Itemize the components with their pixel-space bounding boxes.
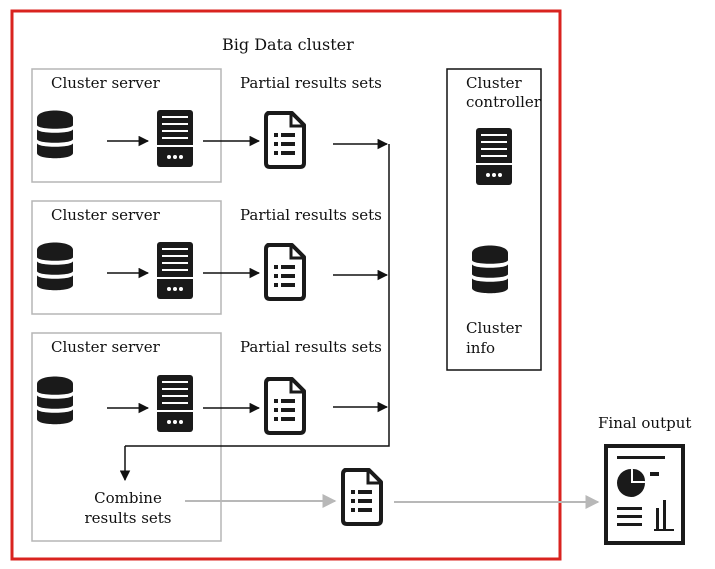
cluster-info-line1: Cluster (466, 319, 522, 337)
cluster-controller-box (446, 68, 542, 371)
cluster-server-label-1: Cluster server (51, 74, 160, 92)
database-icon (37, 376, 73, 425)
server-icon (476, 128, 512, 185)
server-icon (157, 110, 193, 167)
partial-results-label-1: Partial results sets (240, 74, 382, 92)
report-chart-icon (604, 444, 685, 545)
big-data-cluster-frame (10, 9, 562, 561)
document-list-icon (264, 111, 306, 169)
document-list-icon (341, 468, 383, 526)
document-list-icon (264, 377, 306, 435)
controller-title-line2: controller (466, 93, 541, 111)
combine-label-line2: results sets (84, 509, 172, 527)
cluster-title: Big Data cluster (222, 35, 354, 54)
final-output-label: Final output (598, 414, 692, 432)
cluster-server-box-2 (31, 200, 222, 315)
cluster-server-box-1 (31, 68, 222, 183)
cluster-server-box-3 (31, 332, 222, 542)
cluster-info-line2: info (466, 339, 496, 357)
database-icon (472, 245, 508, 294)
collector-bus-line (125, 144, 390, 447)
database-icon (37, 110, 73, 159)
database-icon (37, 242, 73, 291)
server-icon (157, 242, 193, 299)
combine-label-line1: Combine (94, 489, 162, 507)
cluster-server-label-3: Cluster server (51, 338, 160, 356)
server-icon (157, 375, 193, 432)
partial-results-label-3: Partial results sets (240, 338, 382, 356)
cluster-server-label-2: Cluster server (51, 206, 160, 224)
controller-title-line1: Cluster (466, 74, 522, 92)
document-list-icon (264, 243, 306, 301)
partial-results-label-2: Partial results sets (240, 206, 382, 224)
